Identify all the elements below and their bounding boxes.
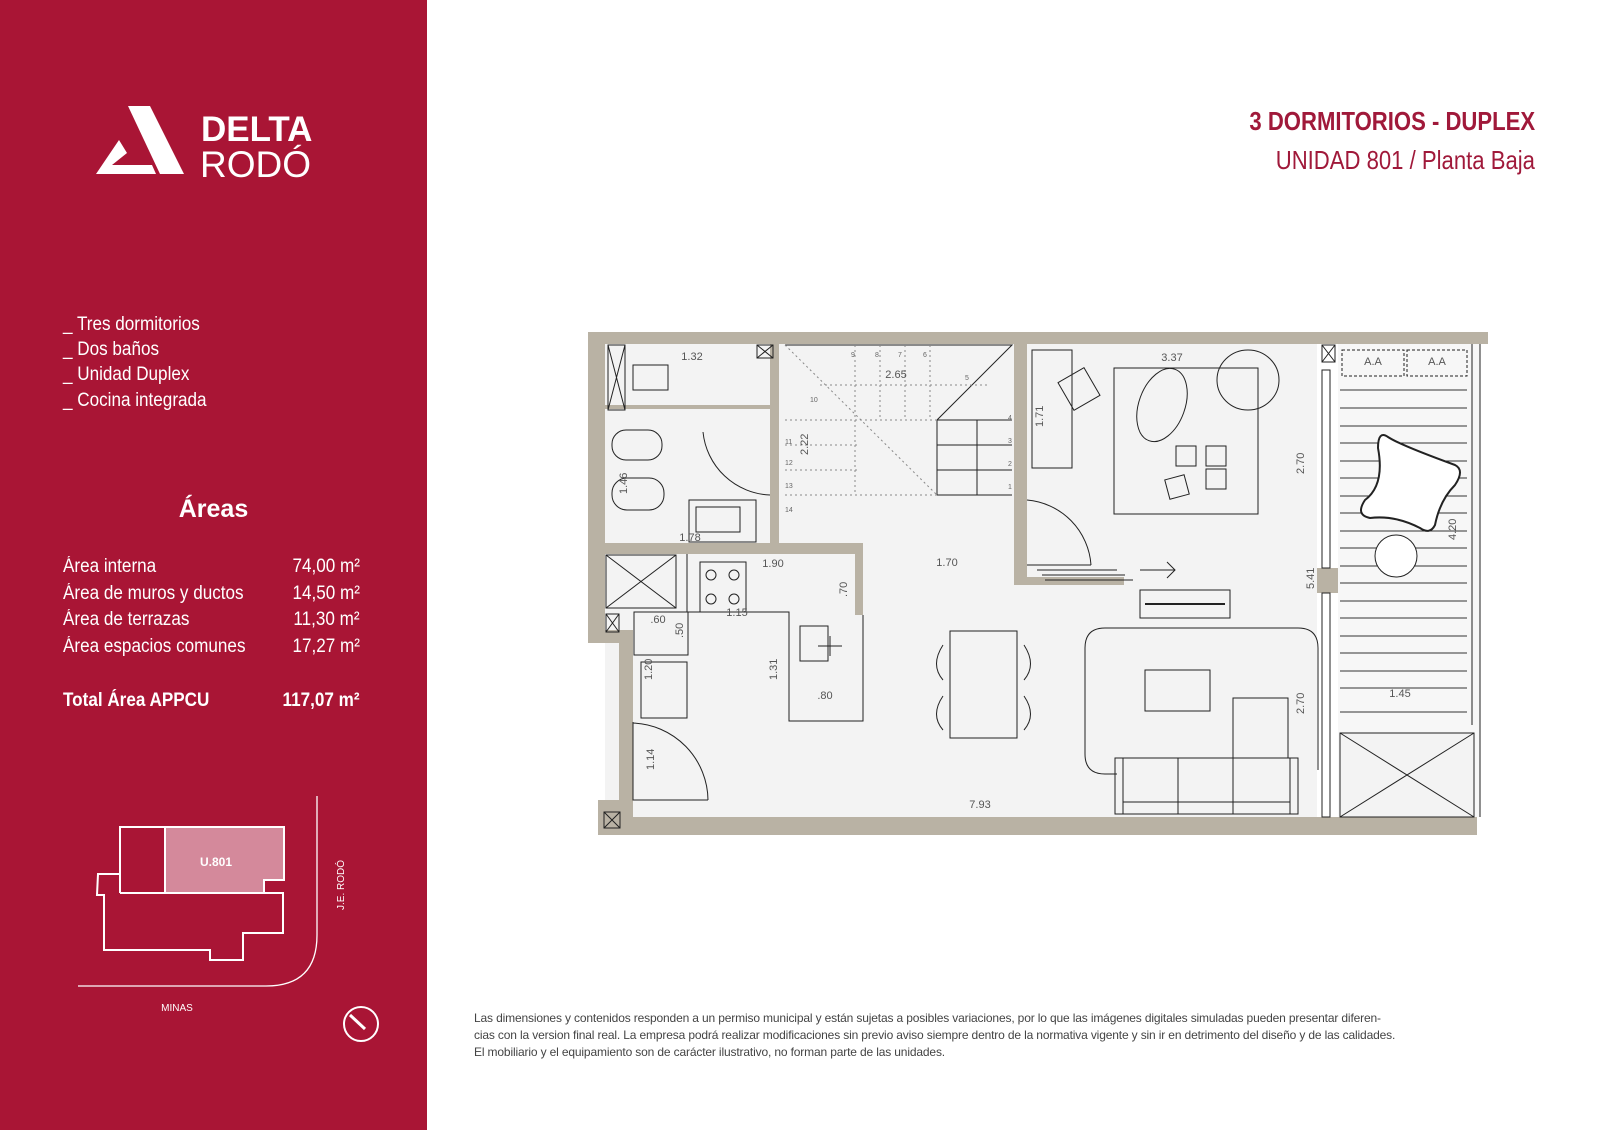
stair-step-number: 8 xyxy=(875,352,879,359)
stair-step-number: 10 xyxy=(810,397,818,404)
brand-logo: DELTA RODÓ xyxy=(96,106,312,185)
area-value: 14,50 m² xyxy=(292,583,360,604)
dimension-label: 1.70 xyxy=(936,557,957,569)
stair-step-number: 4 xyxy=(1008,415,1012,422)
feature-item: _ Tres dormitorios xyxy=(63,314,200,335)
brand-line2: RODÓ xyxy=(200,144,311,185)
brand-line1: DELTA xyxy=(201,110,312,149)
stair-step-number: 6 xyxy=(923,352,927,359)
dimension-label: .70 xyxy=(838,582,850,597)
areas-title: Áreas xyxy=(178,495,249,523)
dimension-label: 1.71 xyxy=(1034,406,1046,427)
street-south-label: MINAS xyxy=(161,1003,193,1014)
stair-step-number: 13 xyxy=(785,483,793,490)
dimension-label: 1.31 xyxy=(768,659,780,680)
ac-label: A.A xyxy=(1428,356,1446,368)
site-plan: U.801 J.E. RODÓ MINAS xyxy=(78,796,379,1042)
area-value: 11,30 m² xyxy=(293,609,360,630)
area-total-row: Total Área APPCU 117,07 m² xyxy=(63,690,360,712)
dimension-label: 1.15 xyxy=(726,607,747,619)
area-label: Área interna xyxy=(63,556,157,577)
dimension-label: 1.20 xyxy=(643,659,655,680)
unit-label: U.801 xyxy=(200,855,232,869)
dimension-label: 1.14 xyxy=(645,749,657,770)
stair-step-number: 9 xyxy=(851,352,855,359)
stair-step-number: 7 xyxy=(898,352,902,359)
feature-item: _ Unidad Duplex xyxy=(63,364,190,385)
disclaimer-line: El mobiliario y el equipamiento son de c… xyxy=(474,1045,945,1059)
compass-icon xyxy=(343,1006,379,1042)
street-east-label: J.E. RODÓ xyxy=(334,860,347,910)
dimension-label: .50 xyxy=(674,623,686,638)
plan-subtitle: UNIDAD 801 / Planta Baja xyxy=(1275,145,1535,175)
ac-label: A.A xyxy=(1364,356,1382,368)
area-label: Área de muros y ductos xyxy=(63,583,244,604)
area-total-value: 117,07 m² xyxy=(282,690,360,711)
stair-step-number: 2 xyxy=(1008,461,1012,468)
dimension-label: .80 xyxy=(817,690,832,702)
stair-step-number: 3 xyxy=(1008,438,1012,445)
area-row: Área de muros y ductos 14,50 m² xyxy=(63,583,360,605)
area-label: Área de terrazas xyxy=(63,609,190,630)
dimension-label: .60 xyxy=(650,614,665,626)
dimension-label: 3.37 xyxy=(1161,352,1182,364)
dimension-label: 1.45 xyxy=(1389,688,1410,700)
stair-step-number: 5 xyxy=(965,375,969,382)
dimension-label: 5.41 xyxy=(1305,568,1317,589)
plan-title: 3 DORMITORIOS - DUPLEX xyxy=(1249,106,1535,136)
dimension-label: 2.70 xyxy=(1295,453,1307,474)
stair-step-number: 12 xyxy=(785,460,793,467)
unit-highlight xyxy=(165,827,284,893)
dimension-label: 2.22 xyxy=(799,434,811,455)
area-row: Área interna 74,00 m² xyxy=(63,556,360,578)
area-total-label: Total Área APPCU xyxy=(63,690,210,711)
dimension-label: 1.78 xyxy=(679,532,700,544)
area-value: 74,00 m² xyxy=(292,556,360,577)
disclaimer-line: Las dimensiones y contenidos responden a… xyxy=(474,1011,1381,1025)
stair-step-number: 11 xyxy=(785,439,792,446)
stair-step-number: 14 xyxy=(785,507,793,514)
dimension-label: 2.65 xyxy=(885,369,906,381)
dimension-label: 7.93 xyxy=(969,799,990,811)
dimension-label: 4.20 xyxy=(1447,519,1459,540)
area-label: Área espacios comunes xyxy=(63,636,246,657)
disclaimer-line: cias con la version final real. La empre… xyxy=(474,1028,1396,1042)
dimension-label: 2.70 xyxy=(1295,693,1307,714)
feature-item: _ Dos baños xyxy=(63,339,160,360)
street-line xyxy=(78,796,318,987)
area-row: Área espacios comunes 17,27 m² xyxy=(63,636,360,658)
area-value: 17,27 m² xyxy=(292,636,360,657)
building-outline xyxy=(95,826,285,961)
sidebar xyxy=(0,0,427,1130)
dimension-label: 1.46 xyxy=(618,473,630,494)
dimension-label: 1.90 xyxy=(762,558,783,570)
logo-small-triangle-icon xyxy=(96,140,156,174)
feature-item: _ Cocina integrada xyxy=(63,390,207,411)
dimension-label: 1.32 xyxy=(681,351,702,363)
stair-step-number: 1 xyxy=(1008,484,1012,491)
area-row: Área de terrazas 11,30 m² xyxy=(63,609,360,631)
logo-triangle-icon xyxy=(128,106,184,174)
